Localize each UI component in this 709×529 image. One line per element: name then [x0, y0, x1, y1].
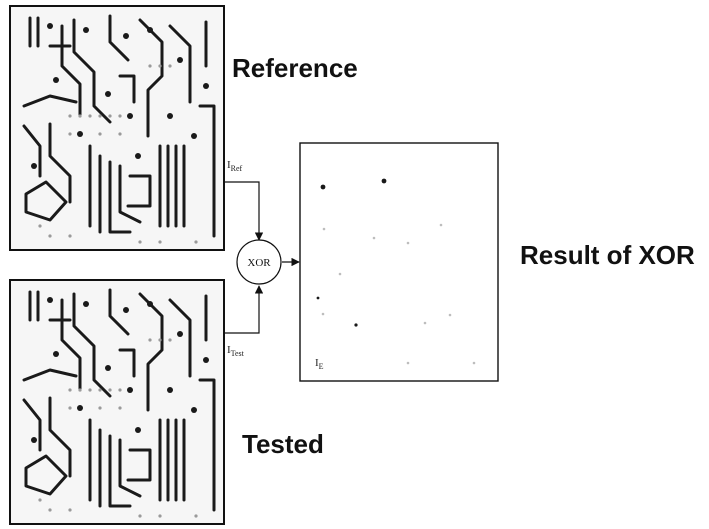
i-e-label: IE: [315, 357, 324, 371]
defect-spots: [316, 178, 387, 327]
reference-label: Reference: [232, 53, 358, 83]
i-test-label: ITest: [227, 344, 245, 358]
xor-node: XOR: [236, 239, 282, 285]
i-ref-label: IRef: [227, 159, 243, 173]
test-to-xor-connector: [224, 285, 264, 334]
ref-to-xor-connector: [224, 181, 264, 241]
tested-pcb-image: [8, 278, 226, 526]
xor-node-label: XOR: [247, 257, 271, 269]
result-label: Result of XOR: [520, 240, 695, 270]
reference-pcb-image: [8, 4, 226, 252]
result-image: IE: [299, 142, 499, 382]
tested-label: Tested: [242, 429, 324, 459]
